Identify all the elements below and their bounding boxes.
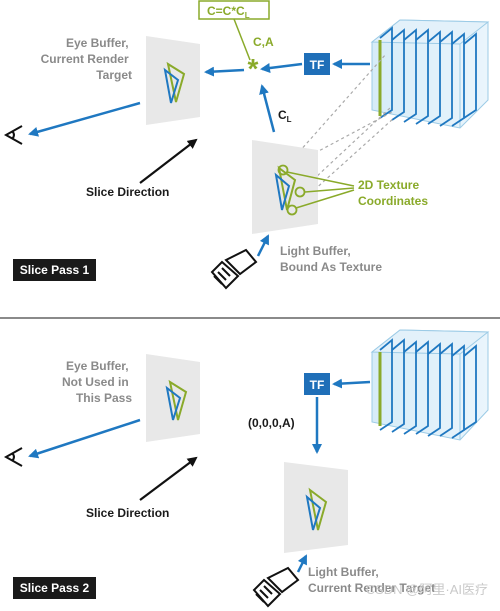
blend-equation: C=C*C [207,4,245,18]
light-buffer-panel [252,140,318,234]
eye-buffer-to-eye-arrow-2 [28,418,141,459]
tf-to-blend-arrow [260,62,303,73]
slice-pass-2-badge: Slice Pass 2 [13,577,96,599]
volume-slices-icon [370,19,490,129]
ca-label: C,A [253,35,274,49]
tf-label-2: TF [310,378,325,392]
eye-icon-2 [3,447,23,467]
volume-slices-icon-2 [370,329,490,441]
eye-buffer-label: Eye Buffer, Current Render Target [41,36,132,82]
clear-value-label: (0,0,0,A) [248,416,295,430]
svg-text:C=C*CL: C=C*CL [207,4,250,20]
light-source-icon-2 [252,566,300,608]
light-to-blend-arrow [259,84,276,133]
light-buffer-panel-2 [284,462,348,553]
light-to-buffer-arrow-2 [296,554,308,573]
eye-buffer-to-eye-arrow [28,101,141,137]
slice-direction-arrow-2 [139,456,198,501]
pass1-label: Slice Pass 1 [20,263,90,277]
volume-to-tf-arrow-2 [332,378,371,389]
svg-text:CL: CL [278,108,292,124]
light-source-icon [210,248,258,290]
eye-icon [3,125,23,145]
eye-buffer-panel-2 [146,354,200,442]
blend-equation-box: C=C*CL [198,0,270,20]
blend-equation-sub: L [245,11,250,20]
eye-buffer-label-2: Eye Buffer, Not Used in This Pass [62,359,132,405]
slice-direction-label-2: Slice Direction [86,506,169,520]
pass2-diagram: TF (0,0,0,A) Eye Buffer, Not Used in Thi… [3,329,490,608]
blend-star-icon: * [248,53,259,84]
slice-pass-1-badge: Slice Pass 1 [13,259,96,281]
pass2-label: Slice Pass 2 [20,581,90,595]
slice-direction-arrow [139,138,198,184]
blend-to-eye-arrow [204,66,245,77]
equation-connector [233,18,251,61]
light-to-buffer-arrow [256,234,270,257]
light-buffer-label: Light Buffer, Bound As Texture [280,244,382,274]
tf-label: TF [310,58,325,72]
tf-box-2: TF [304,373,330,395]
pass1-diagram: TF * C=C*CL C,A Eye Buffer, Current Rend… [3,0,490,290]
cl-label: C [278,108,287,122]
slice-direction-label: Slice Direction [86,185,169,199]
tex-coords-label: 2D Texture Coordinates [358,178,428,208]
light-buffer-label-2: Light Buffer, Current Render Target [308,565,435,595]
tf-box: TF [304,53,330,75]
eye-buffer-panel [146,36,200,125]
tex-coord-leaders [286,171,355,209]
watermark: CSDN @阿里·AI医疗 [366,582,488,597]
cl-sub: L [287,115,292,124]
